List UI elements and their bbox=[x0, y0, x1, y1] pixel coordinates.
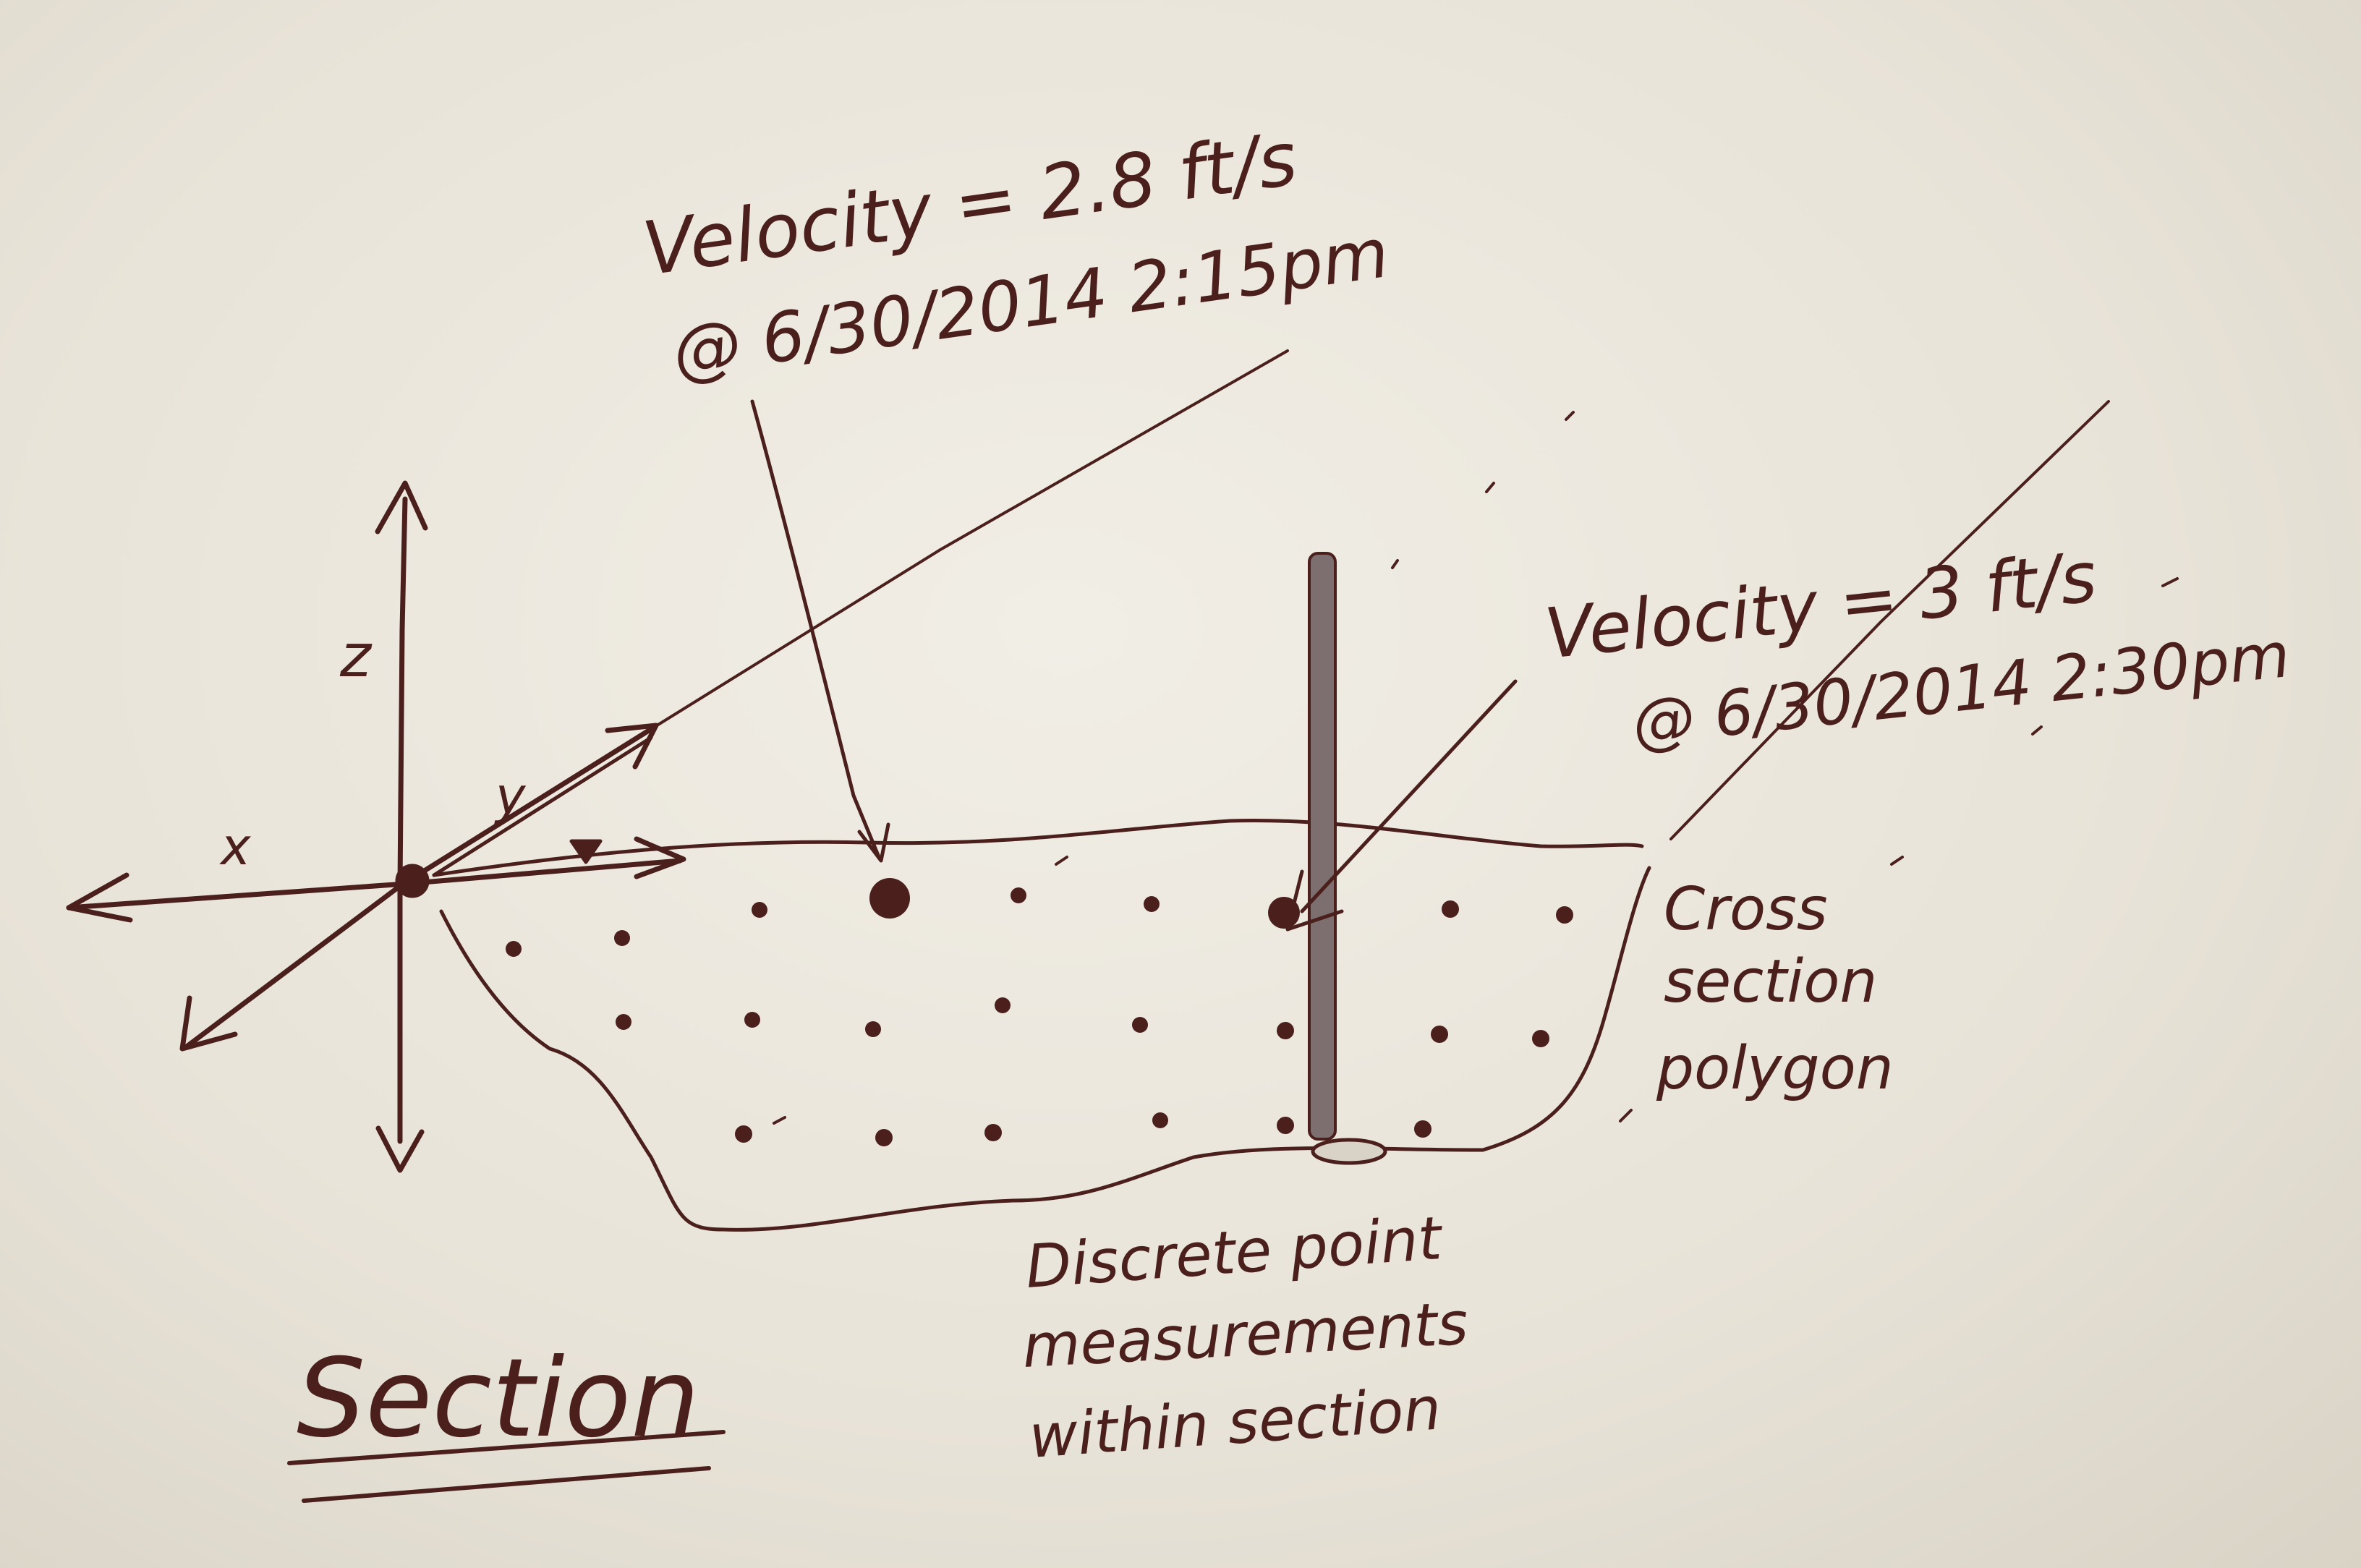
stray-ink-marks bbox=[773, 411, 2179, 1125]
point bbox=[1532, 1030, 1549, 1047]
point bbox=[506, 941, 522, 957]
axis-label-x: x bbox=[219, 817, 251, 877]
title-underline bbox=[287, 1430, 726, 1503]
polygon-bottom-edge bbox=[439, 866, 1651, 1232]
origin-point bbox=[395, 864, 430, 898]
z-axis-down-arrowhead bbox=[375, 1125, 425, 1173]
point bbox=[1132, 1017, 1148, 1033]
polygon-top-edge bbox=[432, 818, 1644, 877]
point bbox=[752, 902, 767, 918]
point-highlighted bbox=[869, 878, 910, 919]
points-label-line3: within section bbox=[1027, 1374, 1443, 1472]
coordinate-axes bbox=[66, 480, 686, 1173]
leader-arrow-1 bbox=[750, 399, 881, 859]
plane-edge-right bbox=[1669, 400, 2110, 840]
measurement-points bbox=[506, 878, 1573, 1146]
diagram-title: Section bbox=[297, 1336, 699, 1462]
point bbox=[1152, 1112, 1168, 1128]
axis-label-z: z bbox=[339, 622, 373, 691]
points-label-line2: measurements bbox=[1021, 1290, 1470, 1381]
point bbox=[614, 930, 630, 946]
leader-arrow-1-head bbox=[857, 822, 890, 863]
x-axis-arrowhead bbox=[66, 872, 133, 923]
polygon-label-line1: Cross bbox=[1664, 875, 1828, 944]
z-axis bbox=[397, 496, 408, 1144]
rod-shaft bbox=[1308, 552, 1337, 1141]
point bbox=[1277, 1022, 1294, 1039]
point bbox=[1011, 887, 1026, 903]
cross-section-polygon bbox=[432, 818, 1651, 1232]
point bbox=[735, 1125, 752, 1143]
plane-edge-left bbox=[653, 349, 1289, 728]
z-axis-arrowhead bbox=[375, 480, 428, 534]
point bbox=[1442, 900, 1459, 918]
x-axis bbox=[66, 858, 683, 911]
section-plane-edges bbox=[653, 349, 2110, 840]
measurement-rod bbox=[1308, 552, 1387, 1165]
axis-label-y: y bbox=[494, 767, 527, 826]
water-surface-icon bbox=[569, 839, 603, 864]
point bbox=[995, 997, 1011, 1013]
leader-arrow-2 bbox=[1300, 679, 1518, 913]
point bbox=[875, 1129, 893, 1146]
polygon-label-line2: section bbox=[1664, 947, 1877, 1016]
point bbox=[1277, 1117, 1294, 1134]
rod-base bbox=[1311, 1138, 1387, 1165]
point bbox=[1556, 906, 1573, 924]
polygon-label-line3: polygon bbox=[1656, 1034, 1894, 1103]
y-axis-arrowhead-lower bbox=[179, 995, 238, 1052]
x-axis-right-arrowhead bbox=[634, 836, 686, 879]
point bbox=[1144, 896, 1160, 912]
y-axis-double-stroke bbox=[432, 736, 653, 877]
leader-arrows bbox=[750, 399, 1518, 932]
point bbox=[865, 1021, 881, 1037]
point bbox=[1431, 1026, 1448, 1043]
point bbox=[984, 1124, 1002, 1141]
points-label-line1: Discrete point bbox=[1024, 1204, 1446, 1302]
point bbox=[744, 1012, 760, 1028]
point bbox=[1414, 1120, 1432, 1138]
point bbox=[616, 1014, 631, 1030]
leader-arrow-2-head bbox=[1285, 869, 1344, 932]
